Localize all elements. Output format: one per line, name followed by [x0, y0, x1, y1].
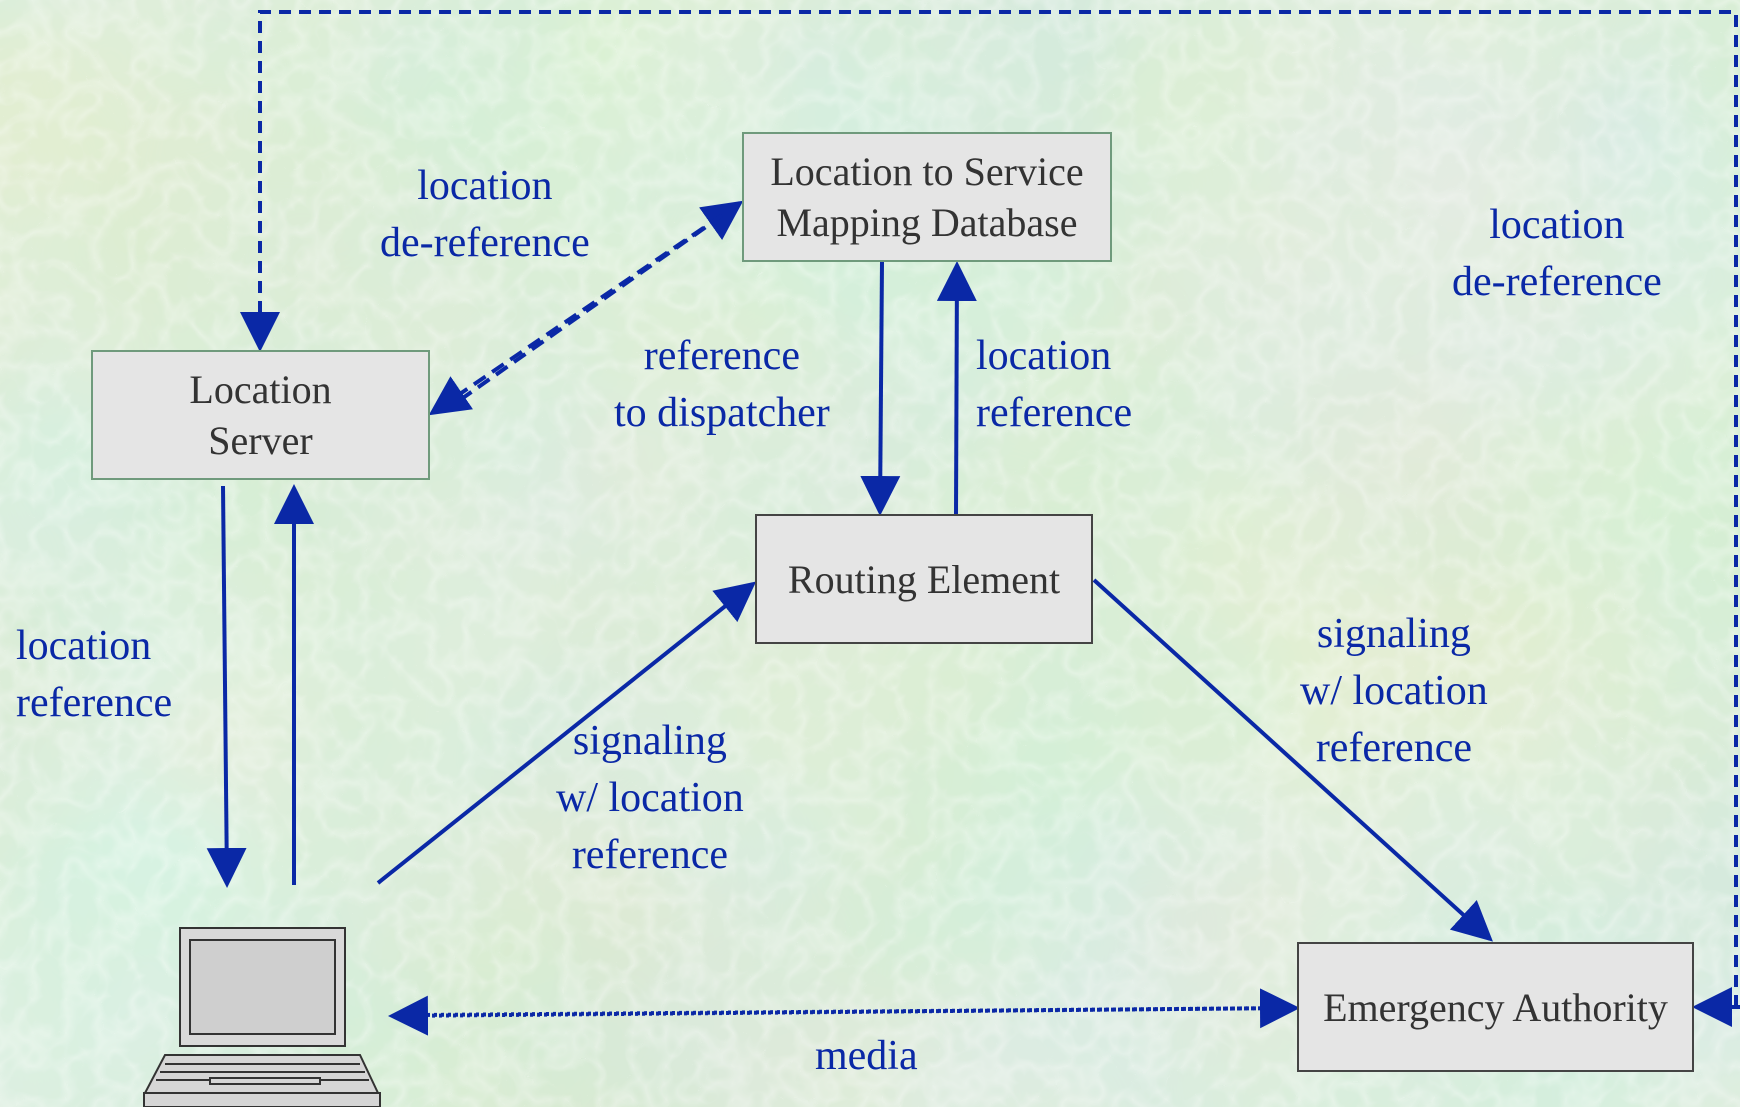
location-reference-left-label: location reference [16, 618, 172, 732]
label-line: signaling [572, 718, 727, 764]
location-server-title-line1: Location [189, 367, 332, 412]
label-line: location [976, 333, 1112, 379]
location-server-node[interactable]: Location Server [91, 350, 430, 480]
label-line: reference [16, 680, 173, 726]
label-line: location [1489, 202, 1625, 248]
label-line: signaling [1316, 611, 1471, 657]
reference-to-dispatcher-arrow [860, 261, 901, 516]
signaling-right-label: signaling w/ location reference [1300, 606, 1488, 777]
label-line: media [815, 1033, 918, 1079]
emergency-authority-title: Emergency Authority [1323, 984, 1668, 1030]
location-server-title-line2: Server [208, 418, 313, 463]
location-reference-up-arrow [936, 261, 977, 516]
label-line: location [16, 623, 152, 669]
media-arrow-to-authority [419, 988, 1300, 1029]
location-reference-down-arrow [206, 485, 247, 888]
label-line: reference [571, 832, 728, 878]
label-line: w/ location [556, 775, 744, 821]
label-line: de-reference [1452, 259, 1662, 305]
signaling-left-label: signaling w/ location reference [556, 713, 744, 884]
label-line: reference [1315, 725, 1472, 771]
signaling-to-routing-arrow [376, 581, 757, 885]
label-line: location [417, 163, 553, 209]
location-server-to-lost-arrow [458, 200, 744, 402]
label-line: w/ location [1300, 668, 1488, 714]
label-line: reference [976, 390, 1133, 436]
location-dereference-left-label: location de-reference [380, 158, 590, 272]
reference-to-dispatcher-label: reference to dispatcher [614, 328, 830, 442]
emergency-authority-node[interactable]: Emergency Authority [1297, 942, 1694, 1072]
label-line: to dispatcher [614, 390, 830, 436]
label-line: de-reference [380, 220, 590, 266]
routing-element-node[interactable]: Routing Element [755, 514, 1093, 644]
lost-to-location-server-arrow [428, 201, 742, 416]
lost-database-title-line2: Mapping Database [776, 200, 1078, 245]
label-line: reference [643, 333, 800, 379]
location-reference-top-label: location reference [976, 328, 1132, 442]
lost-database-title-line1: Location to Service [770, 149, 1084, 194]
media-label: media [815, 1028, 918, 1085]
lost-database-node[interactable]: Location to Service Mapping Database [742, 132, 1112, 262]
laptop-icon [143, 927, 381, 1107]
location-dereference-right-label: location de-reference [1452, 197, 1662, 311]
signaling-to-authority-arrow [1092, 578, 1493, 942]
routing-element-title: Routing Element [787, 556, 1061, 602]
